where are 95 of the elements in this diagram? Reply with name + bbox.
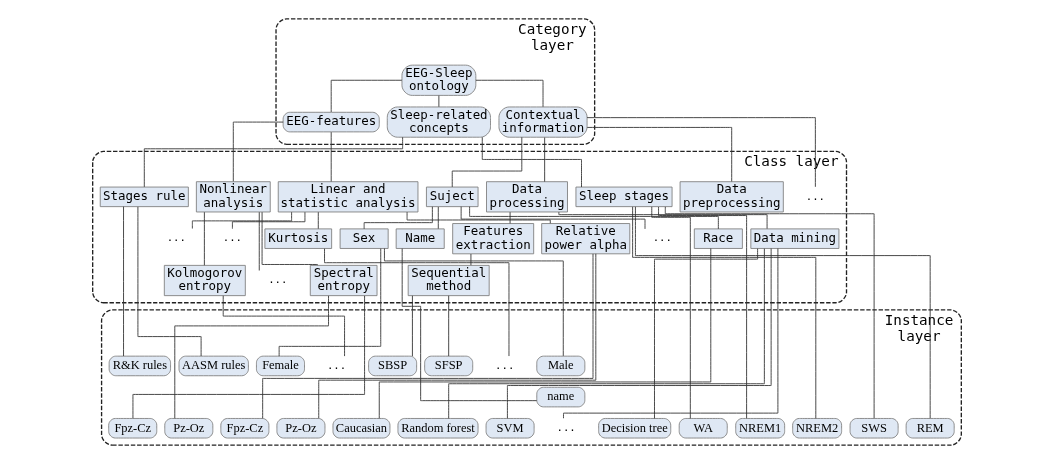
node-box: Fpz-Cz xyxy=(108,418,158,439)
connector xyxy=(278,248,382,357)
connector xyxy=(406,211,551,224)
node-box: NREM2 xyxy=(792,418,843,439)
connector xyxy=(262,253,594,419)
node-box: SWS xyxy=(849,418,899,439)
node-box: Data processing xyxy=(486,181,568,213)
connector xyxy=(509,211,511,224)
node-box: SFSP xyxy=(424,355,474,377)
connector xyxy=(318,253,597,419)
node-box: Sequential method xyxy=(407,264,490,297)
connector xyxy=(232,121,284,182)
connector xyxy=(137,206,202,357)
connector xyxy=(437,206,439,230)
connector xyxy=(448,248,765,419)
connector xyxy=(651,206,691,419)
node-box: Relative power alpha xyxy=(541,223,631,255)
connector xyxy=(174,295,329,419)
node-box: Suject xyxy=(426,186,479,208)
connector xyxy=(261,211,318,266)
node-box: Nonlinear analysis xyxy=(195,181,271,213)
node-box: Sleep stages xyxy=(575,186,673,208)
connector xyxy=(469,206,719,230)
node-box: EEG-features xyxy=(282,111,380,133)
connector xyxy=(558,211,768,230)
connector xyxy=(231,211,306,230)
connector xyxy=(191,211,293,229)
node-box: Stages rule xyxy=(99,186,189,208)
connector xyxy=(411,295,413,357)
node-text: ... xyxy=(805,189,825,203)
connector xyxy=(544,137,546,183)
node-box: Kurtosis xyxy=(264,228,333,249)
node-box: AASM rules xyxy=(178,355,249,377)
node-box: Data preprocessing xyxy=(679,181,784,213)
connector xyxy=(664,206,875,419)
node-box: Spectral entropy xyxy=(309,264,378,297)
node-box: Female xyxy=(256,355,305,377)
connector xyxy=(658,206,748,419)
connector xyxy=(330,131,332,182)
connector xyxy=(258,211,260,271)
connector xyxy=(506,248,772,419)
connector xyxy=(123,206,124,357)
connector xyxy=(586,126,733,182)
node-box: Decision tree xyxy=(598,418,672,439)
node-box: Features extraction xyxy=(452,223,535,255)
connector xyxy=(401,248,538,402)
connector xyxy=(203,211,205,266)
node-text: ... xyxy=(652,231,672,245)
node-box: Data mining xyxy=(750,228,840,249)
connector xyxy=(378,248,712,419)
connector xyxy=(448,295,450,357)
node-text: ... xyxy=(326,358,347,372)
node-box: Pz-Oz xyxy=(276,418,326,439)
node-text: ... xyxy=(166,231,186,245)
node-box: WA xyxy=(678,418,728,439)
node-box: EEG-Sleep ontology xyxy=(401,64,477,96)
node-box: name xyxy=(536,386,586,408)
node-box: Pz-Oz xyxy=(164,418,214,439)
connector xyxy=(222,295,345,357)
connector xyxy=(635,206,931,419)
connector xyxy=(481,136,582,188)
connector xyxy=(470,253,472,266)
node-box: Kolmogorov entropy xyxy=(163,264,246,297)
node-text: ... xyxy=(268,273,288,287)
node-text: ... xyxy=(222,231,243,245)
node-box: Race xyxy=(693,228,743,249)
connector xyxy=(438,95,440,108)
node-box: NREM1 xyxy=(735,418,786,439)
node-box: Caucasian xyxy=(332,418,391,439)
node-box: Sex xyxy=(339,228,389,249)
connector xyxy=(654,248,759,419)
connector xyxy=(384,248,564,357)
connector xyxy=(330,79,403,113)
node-box: R&K rules xyxy=(108,355,171,377)
connector xyxy=(451,136,523,188)
node-box: Contextual information xyxy=(498,106,588,138)
node-box: Random forest xyxy=(397,418,479,439)
node-box: REM xyxy=(905,418,955,439)
node-box: Sleep-related concepts xyxy=(386,106,491,138)
node-box: Fpz-Cz xyxy=(220,418,270,439)
node-text: ... xyxy=(556,421,576,434)
connector xyxy=(460,206,646,230)
node-box: Name xyxy=(395,228,445,249)
connector xyxy=(132,295,366,419)
connector xyxy=(586,117,816,188)
connector xyxy=(363,206,433,230)
connector xyxy=(324,248,510,357)
connector xyxy=(317,211,319,230)
node-box: Linear and statistic analysis xyxy=(277,181,419,213)
node-box: SVM xyxy=(485,418,535,439)
node-box: Male xyxy=(536,355,586,377)
connector xyxy=(632,206,817,419)
node-box: SBSP xyxy=(368,355,418,377)
connector xyxy=(475,79,544,108)
node-text: ... xyxy=(495,358,515,372)
